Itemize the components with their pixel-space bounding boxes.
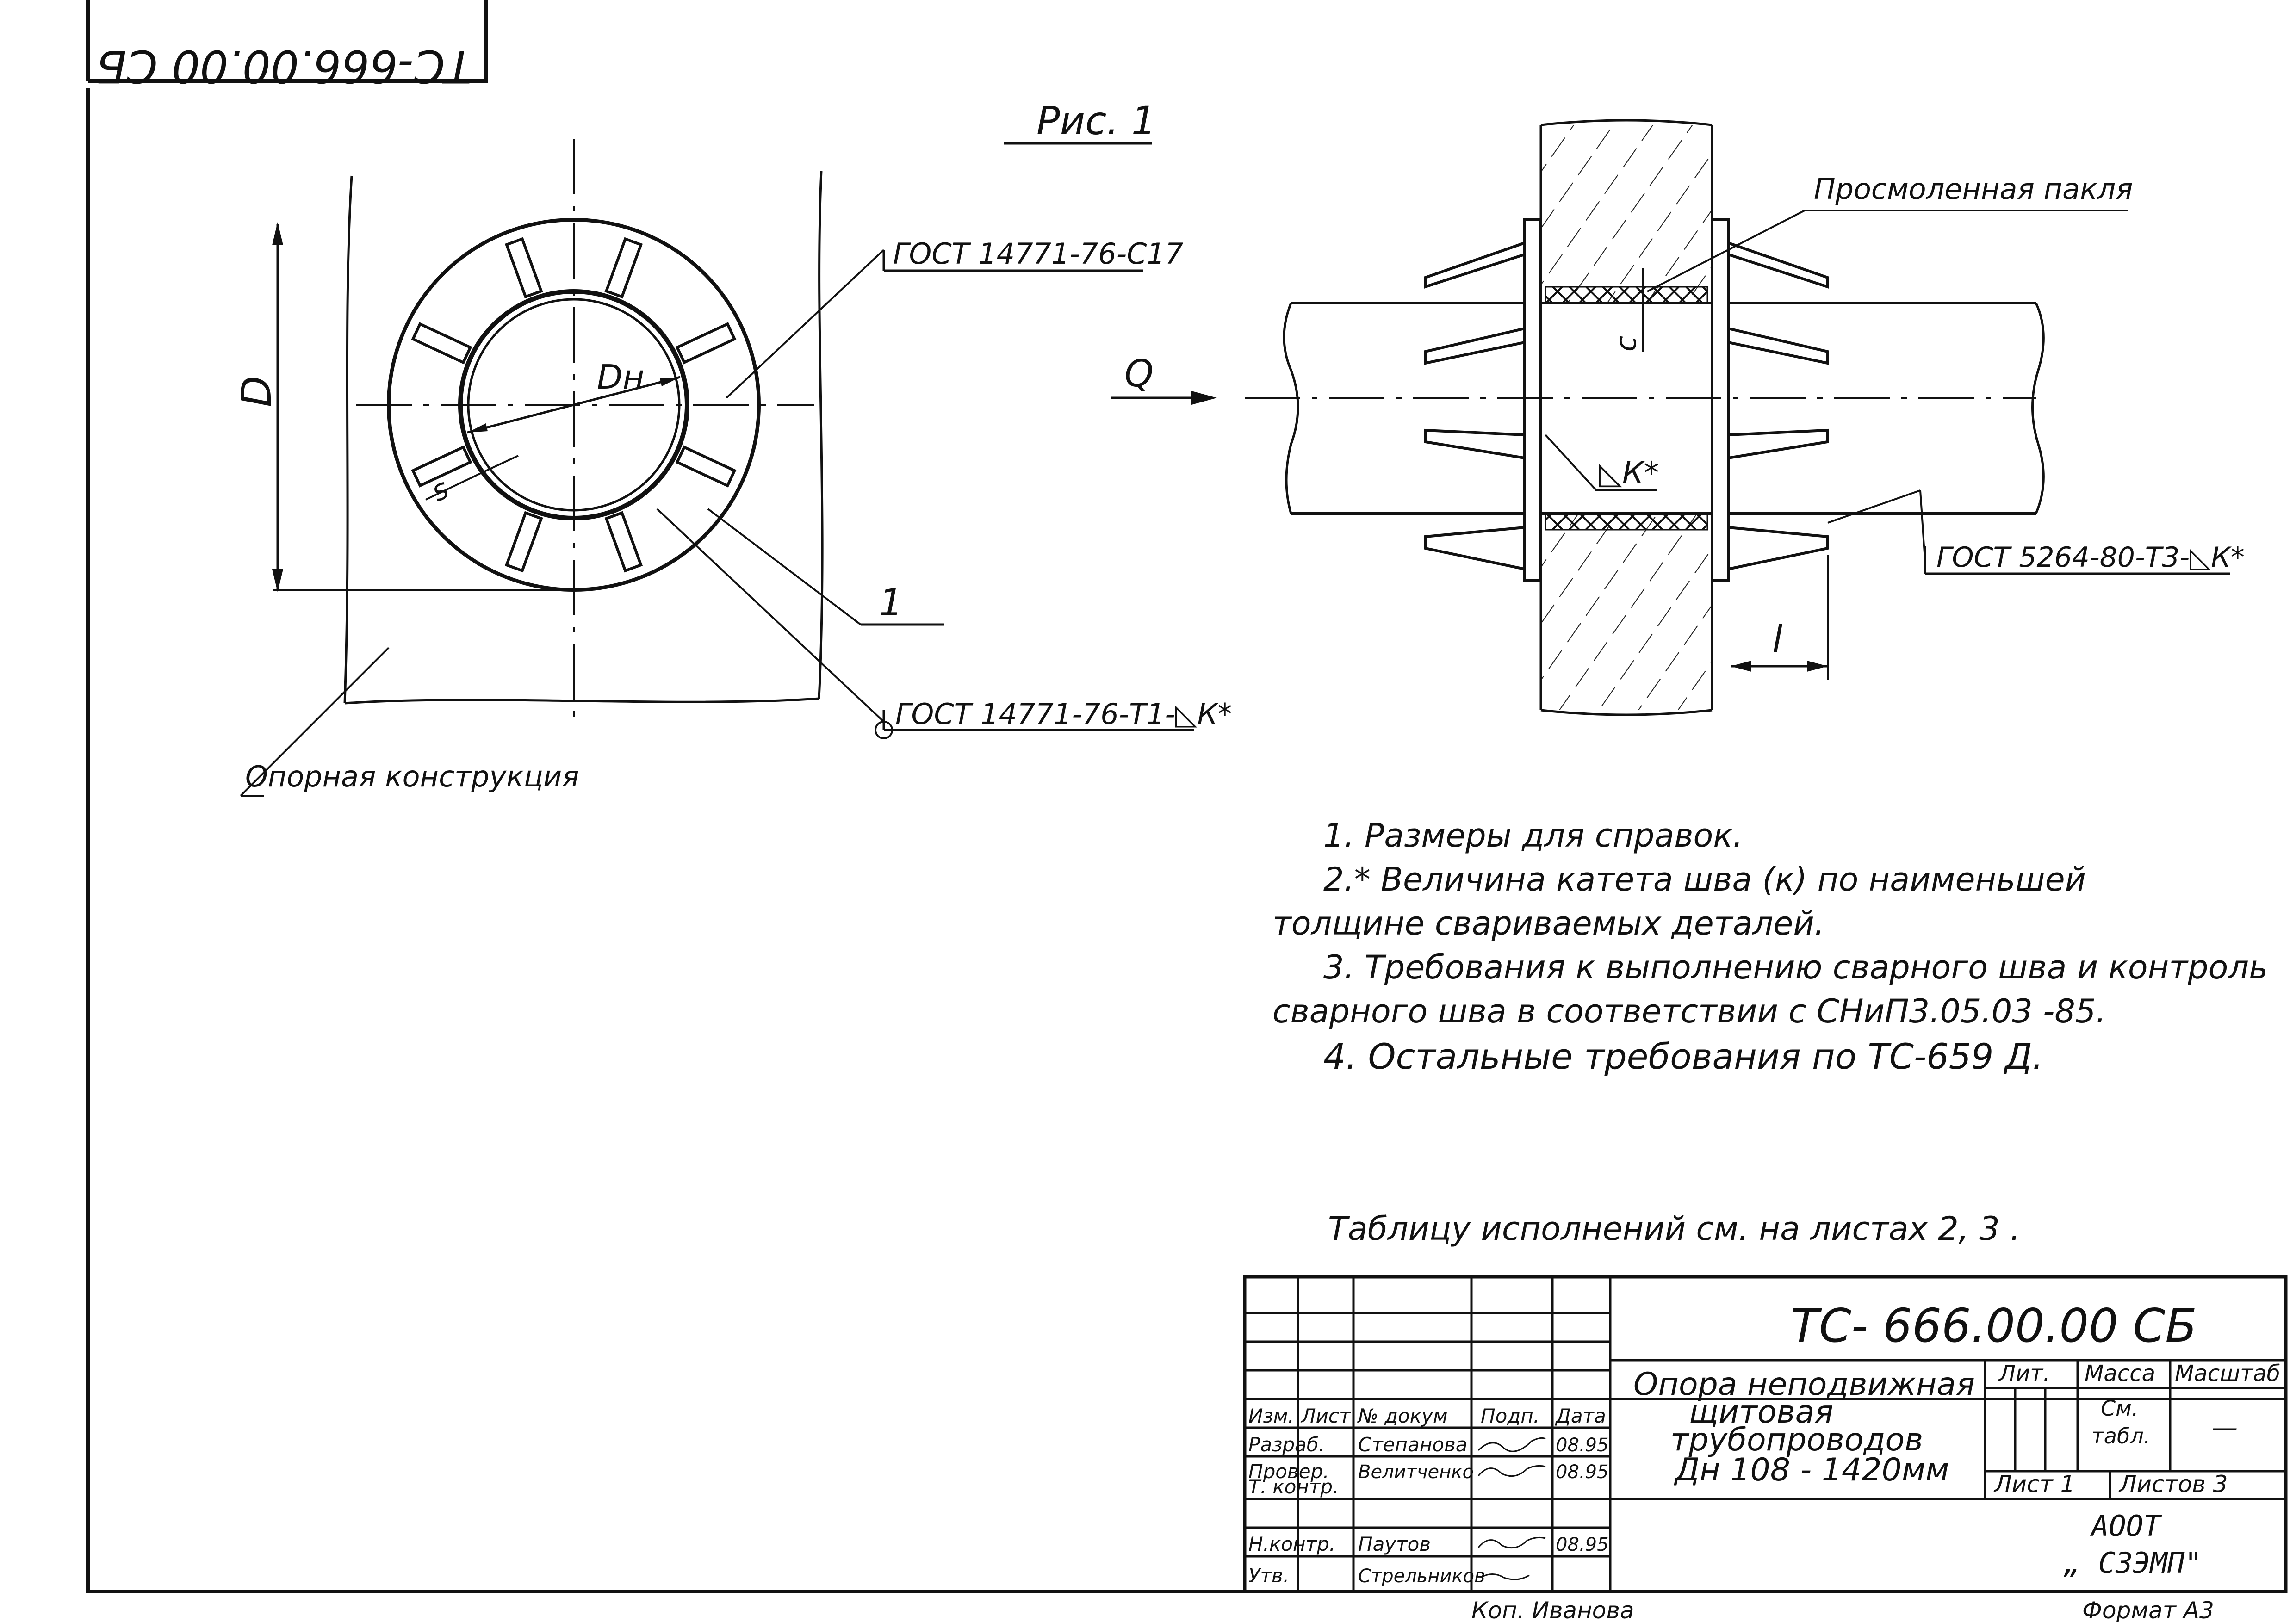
dim-l-label: l [1772, 618, 1782, 661]
dim-Dn-label: Dн [597, 358, 645, 396]
leader-part-label: 1 [879, 581, 903, 624]
row-1-role: Разраб. [1248, 1433, 1325, 1456]
hdr-izm: Изм. [1248, 1405, 1294, 1427]
title-block: Изм. Лист № докум Подп. Дата Разраб. Сте… [1243, 1275, 2288, 1593]
leader-top-label: ГОСТ 14771-76-С17 [893, 237, 1183, 271]
weld-k-label: ◺К* [1599, 455, 1659, 491]
packing-label: Просмоленная пакля [1814, 172, 2133, 206]
notes: 1. Размеры для справок. 2.* Величина кат… [1272, 817, 2268, 1248]
dim-D-label: D [233, 376, 280, 407]
title-line-1: Опора неподвижная [1633, 1366, 1975, 1403]
title-line-2: щитовая [1689, 1394, 1833, 1430]
mirrored-stamp: ТС-666.00.00 СБ [96, 40, 472, 92]
stamp-code-text: ТС-666.00.00 СБ [96, 40, 472, 92]
row-3-role: Т. контр. [1248, 1475, 1339, 1498]
sheets-total: Листов 3 [2118, 1471, 2228, 1498]
hdr-doc: № докум [1357, 1405, 1448, 1427]
note-2a: 2.* Величина катета шва (к) по наименьше… [1323, 861, 2086, 898]
hdr-sign: Подп. [1481, 1405, 1539, 1427]
flow-label: Q [1124, 352, 1154, 395]
section-view: Q Просмоленная пакля c ◺К* ГОСТ 5264-80-… [1111, 119, 2245, 716]
row-6-name: Стрельников [1358, 1566, 1485, 1587]
row-2-name: Велитченко [1358, 1461, 1474, 1483]
sheet-format: Формат А3 [2082, 1597, 2214, 1622]
title-line-3: трубопроводов [1670, 1422, 1923, 1458]
figure-label: Рис. 1 [1036, 98, 1156, 143]
row-2-date: 08.95 [1556, 1461, 1609, 1483]
row-5-role: Н.контр. [1248, 1533, 1335, 1555]
ribs [411, 237, 737, 573]
row-6-role: Утв. [1248, 1564, 1289, 1587]
hdr-list: Лист [1300, 1405, 1351, 1427]
note-1: 1. Размеры для справок. [1323, 817, 1743, 854]
note-3a: 3. Требования к выполнению сварного шва … [1323, 948, 2268, 986]
col-lit: Лит. [1998, 1361, 2050, 1387]
front-view: D Dн s ГОСТ 14771-76-С17 1 ГОСТ 14771-76… [233, 139, 1232, 797]
hdr-date: Дата [1555, 1405, 1606, 1427]
tables-note: Таблицу исполнений см. на листах 2, 3 . [1328, 1210, 2020, 1248]
dim-c-label: c [1609, 336, 1643, 352]
scale-value: — [2212, 1413, 2238, 1443]
row-5-date: 08.95 [1556, 1534, 1609, 1555]
leader-weld-label: ГОСТ 5264-80-Т3-◺К* [1936, 541, 2245, 574]
sheet-number: Лист 1 [1993, 1471, 2075, 1498]
support-label: Опорная конструкция [245, 760, 579, 793]
leader-bottom-label: ГОСТ 14771-76-Т1-◺К* [895, 697, 1232, 731]
title-line-4: Дн 108 - 1420мм [1674, 1452, 1949, 1488]
row-5-name: Паутов [1358, 1533, 1431, 1555]
note-2b: толщине свариваемых деталей. [1272, 904, 1824, 942]
col-scale: Масштаб [2175, 1361, 2280, 1387]
mass-value-2: табл. [2091, 1424, 2150, 1449]
row-1-date: 08.95 [1556, 1435, 1609, 1456]
note-4: 4. Остальные требования по ТС-659 Д. [1323, 1036, 2043, 1077]
row-1-name: Степанова [1358, 1433, 1467, 1456]
note-3b: сварного шва в соответствии с СНиП3.05.0… [1272, 992, 2106, 1030]
doc-code: ТС- 666.00.00 СБ [1791, 1299, 2197, 1353]
row-2-role: Провер. [1248, 1460, 1329, 1483]
copied-by: Коп. Иванова [1471, 1597, 1634, 1622]
col-mass: Масса [2085, 1361, 2155, 1387]
org-line-2: „ СЗЭМП" [2063, 1546, 2202, 1580]
mass-value-1: См. [2101, 1396, 2138, 1421]
org-line-1: АООТ [2090, 1509, 2162, 1543]
